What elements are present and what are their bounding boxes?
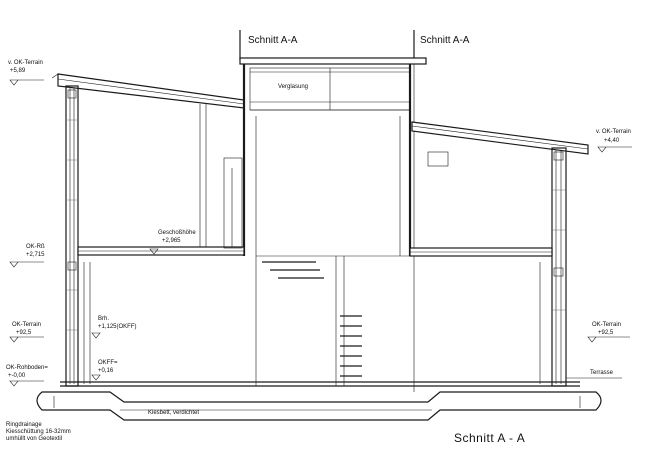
left-roof [51,73,245,109]
sill-height-value: +1,125(OKFF) [98,324,137,330]
storey-height-value: +2,965 [162,238,181,244]
finished-floor-value: +0,16 [98,368,114,374]
glazing-label: Verglasung [278,84,308,90]
ground-floor [60,262,622,387]
clerestory [239,57,427,256]
level-right-1-name: v. OK-Terrain [596,129,631,135]
drawing-title: Schnitt A - A [454,431,525,445]
upper-partitions [199,104,449,249]
level-right-1-value: +4,40 [604,138,620,144]
foundation [36,391,602,421]
level-right-2-name: OK-Terrain [592,322,621,328]
level-left-4-value: +-0,00 [8,373,26,379]
drainage-note-2: Kiesschüttung 16-32mm [6,429,71,435]
drainage-note-3: umhüllt von Geotextil [6,436,62,442]
stair [255,255,410,386]
terrace-label: Terrasse [590,370,614,376]
level-left-4-name: OK-Rohboden= [6,365,48,371]
section-cut-lines [239,30,415,392]
section-mark-left: Schnitt A-A [248,35,298,46]
storey-height-name: Geschoßhöhe [158,230,196,236]
right-roof [411,121,589,155]
sill-height-name: Brh. [98,316,109,322]
level-right-2-value: +92,5 [598,330,614,336]
level-left-3-name: OK-Terrain [12,322,41,328]
foundation-label: Kiesbett, verdichtet [148,410,199,416]
section-mark-right: Schnitt A-A [420,35,470,46]
drainage-note-1: Ringdrainage [6,422,42,428]
upper-floor-slabs [77,246,553,257]
level-left-2-value: +2,715 [26,252,45,258]
finished-floor-name: OKFF= [98,360,118,366]
level-left-1-value: +5,89 [10,68,26,74]
left-exterior-wall [65,85,79,387]
level-left-3-value: +92,5 [16,330,32,336]
level-left-2-name: OK-Rß [26,244,45,250]
right-exterior-wall [551,147,567,387]
level-left-1-name: v. OK-Terrain [8,60,43,66]
level-markers [9,79,632,387]
